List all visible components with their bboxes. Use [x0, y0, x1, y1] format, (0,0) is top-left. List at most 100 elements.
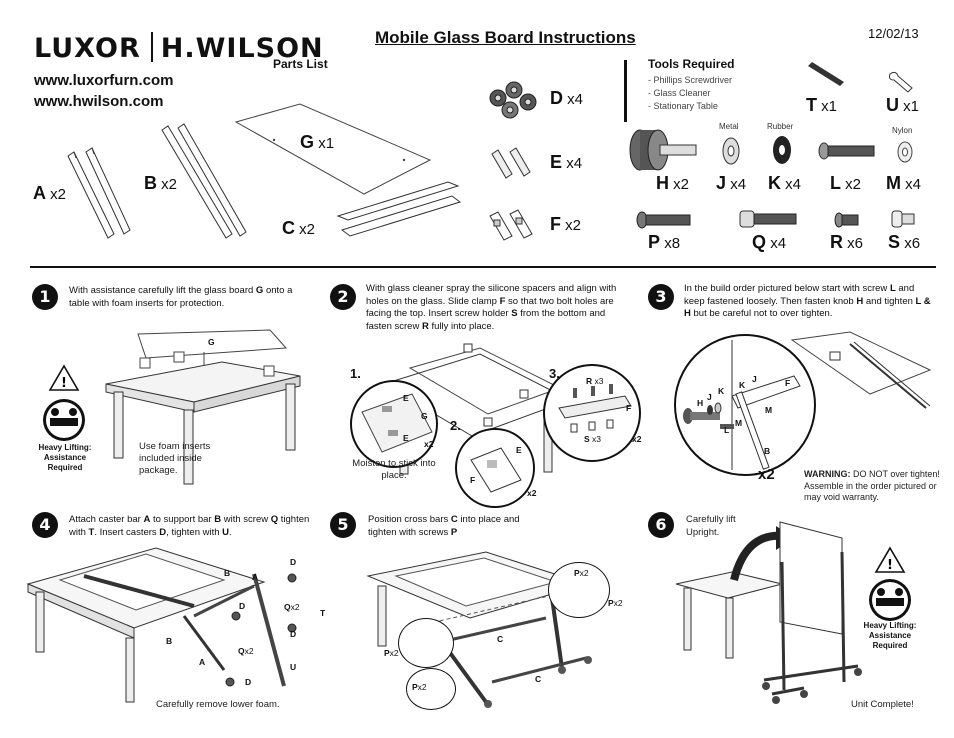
step-3-label-h: H: [697, 398, 704, 408]
step-1-warning-icon: !: [43, 364, 85, 441]
part-a-label: A x2: [33, 183, 67, 203]
washer-k-rubber-icon: [773, 136, 791, 164]
screw-p-icon: [636, 211, 691, 229]
step-5-detail-bl: [406, 668, 456, 710]
step-4-label-q2: Qx2: [238, 646, 254, 656]
website-hwilson[interactable]: www.hwilson.com: [34, 93, 164, 110]
step-5-detail-l: [398, 618, 454, 668]
parts-list-heading: Parts List: [273, 57, 328, 71]
step-6-warning-icon: !: [869, 546, 911, 621]
step-5-label-p2: Px2: [608, 598, 623, 608]
step-2-label-x2c: x2: [632, 434, 642, 444]
step-4-number: 4: [32, 512, 58, 538]
step-3-instructions: In the build order pictured below start …: [684, 283, 931, 319]
part-b-illustration: [161, 123, 247, 239]
step-2-label-g: G: [421, 411, 428, 421]
step-4-label-b: B: [224, 568, 231, 578]
step-4-label-t: T: [320, 608, 326, 618]
part-b-label: B x2: [144, 173, 178, 193]
screw-holder-s-icon: [891, 210, 915, 228]
part-c-illustration: [336, 181, 462, 237]
step-4-label-b2: B: [166, 636, 173, 646]
step-3-label-m: M: [765, 405, 773, 415]
step-2-sub-1: 1.: [350, 366, 361, 381]
step-4-instructions: Attach caster bar A to support bar B wit…: [69, 514, 310, 538]
part-e-spacers-illustration: [491, 147, 531, 179]
material-nylon-label: Nylon: [892, 126, 913, 135]
step-2-instructions: With glass cleaner spray the silicone sp…: [366, 283, 617, 332]
hardware-r-label: R x6: [830, 232, 864, 252]
step-4-table-illustration: [26, 547, 297, 703]
tool-item: Stationary Table: [648, 100, 732, 113]
hardware-t-label: T x1: [806, 95, 838, 115]
hardware-h-label: H x2: [656, 173, 690, 193]
step-4-label-u: U: [290, 662, 297, 672]
step-5-instructions: Position cross bars C into place and tig…: [368, 514, 520, 538]
hardware-j-label: J x4: [716, 173, 747, 193]
step-2-sub-2: 2.: [450, 418, 461, 433]
step-6-number: 6: [648, 512, 674, 538]
hardware-m-label: M x4: [886, 173, 922, 193]
screw-r-icon: [834, 212, 859, 228]
step-4-label-d3: D: [290, 629, 297, 639]
page-title: Mobile Glass Board Instructions: [375, 28, 636, 47]
step-3-quantity: x2: [758, 466, 775, 483]
step-5-label-p4: Px2: [412, 682, 427, 692]
material-rubber-label: Rubber: [767, 122, 794, 131]
logo-luxor: LUXOR: [34, 33, 141, 64]
knob-assembly-detail-icon: [683, 340, 801, 470]
step-2-label-x2b: x2: [527, 488, 537, 498]
svg-text:!: !: [887, 558, 893, 573]
step-1-foam-caption: Use foam inserts included inside package…: [139, 441, 211, 476]
hex-key-t-icon: [808, 62, 844, 86]
tools-list: Phillips Screwdriver Glass Cleaner Stati…: [648, 74, 733, 113]
step-1-number: 1: [32, 284, 58, 310]
website-luxor[interactable]: www.luxorfurn.com: [34, 72, 174, 89]
step-3-label-k: K: [739, 380, 746, 390]
step-3-label-m2: M: [735, 418, 743, 428]
step-3-detail-circle: [674, 334, 816, 476]
step-3-label-b: B: [764, 446, 771, 456]
part-g-label: G x1: [300, 132, 335, 152]
logo-hwilson: H.WILSON: [160, 33, 324, 64]
step-2-label-e3: E: [516, 445, 522, 455]
step-6-complete-caption: Unit Complete!: [851, 699, 914, 710]
hardware-q-label: Q x4: [752, 232, 787, 252]
step-5-number: 5: [330, 512, 356, 538]
step-4-label-d2: D: [239, 601, 246, 611]
step-5-label-c2: C: [535, 674, 542, 684]
step-1-instructions: With assistance carefully lift the glass…: [69, 285, 293, 309]
spacer-detail-icon: [361, 393, 433, 453]
section-divider: [30, 266, 936, 268]
washer-j-metal-icon: [722, 137, 740, 165]
step-5-frame-illustration: [366, 551, 592, 708]
step-2-sub-3: 3.: [549, 366, 560, 381]
step-2-detail-1-circle: [350, 380, 438, 468]
step-2-detail-3-circle: [543, 364, 641, 462]
step-2-label-s: S x3: [584, 434, 602, 444]
part-d-label: D x4: [550, 88, 584, 108]
tool-item: Phillips Screwdriver: [648, 74, 733, 87]
part-d-casters-illustration: [489, 81, 537, 119]
part-a-illustration: [67, 147, 131, 239]
part-c-label: C x2: [282, 218, 316, 238]
knob-h-icon: [629, 129, 697, 171]
screw-holder-detail-icon: [558, 384, 632, 433]
step-3-label-j2: J: [707, 392, 712, 402]
hardware-p-label: P x8: [648, 232, 681, 252]
step-4-label-d: D: [290, 557, 297, 567]
hardware-k-label: K x4: [768, 173, 802, 193]
wrench-u-icon: [889, 71, 913, 93]
step-3-label-j: J: [752, 374, 757, 384]
part-g-glass-illustration: [234, 103, 432, 195]
step-6-text-1: Carefully lift: [686, 514, 736, 525]
step-1-table-illustration: [105, 329, 301, 485]
tools-heading: Tools Required: [648, 57, 735, 71]
step-2-label-f: F: [470, 475, 476, 485]
step-2-label-x2: x2: [424, 439, 434, 449]
screw-q-icon: [739, 210, 797, 228]
nut-m-nylon-icon: [897, 141, 913, 163]
step-4-label-q: Qx2: [284, 602, 300, 612]
step-2-label-e: E: [403, 393, 409, 403]
